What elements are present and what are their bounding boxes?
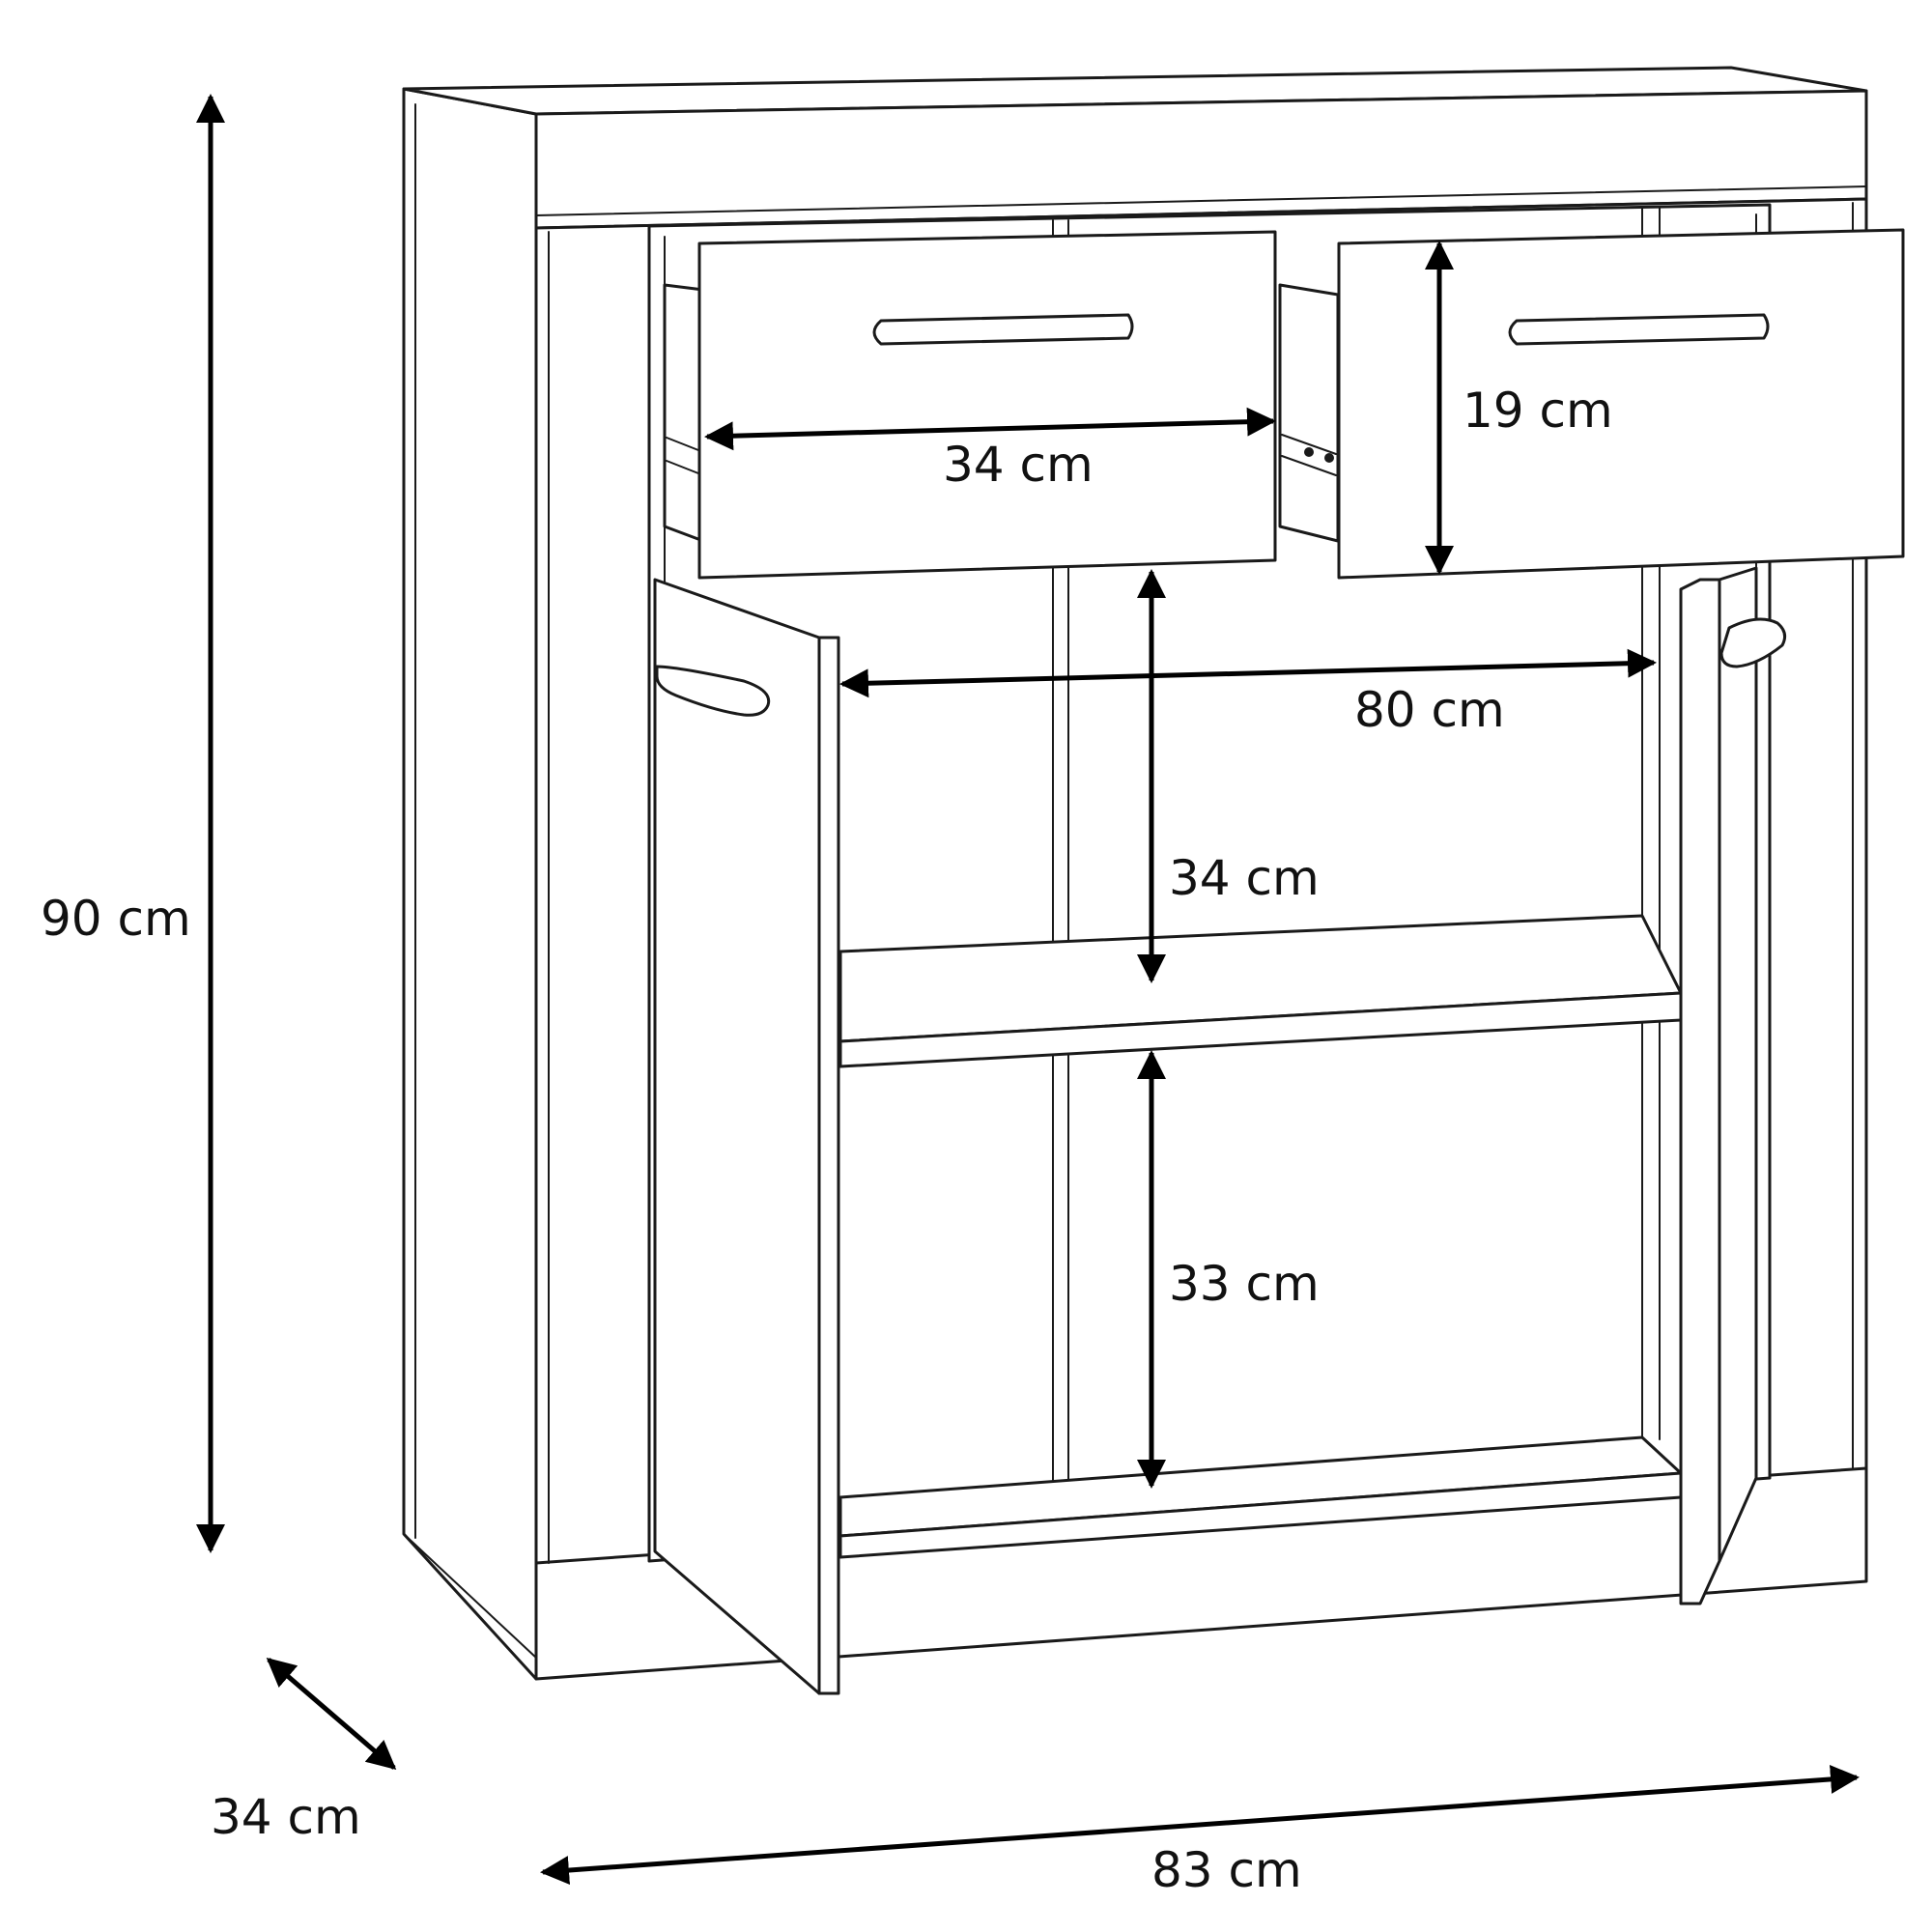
upper-compartment-height-label: 34 cm (1169, 850, 1320, 906)
right-door-handle[interactable] (1719, 617, 1787, 668)
depth-dimension-line (266, 1658, 397, 1770)
width-dimension-line (540, 1764, 1860, 1886)
right-door[interactable] (1679, 566, 1787, 1605)
left-door[interactable] (653, 578, 840, 1695)
left-drawer-runner (663, 283, 705, 543)
cabinet-outline (402, 66, 1905, 1695)
height-label: 90 cm (41, 891, 191, 947)
drawer-width-label: 34 cm (943, 437, 1094, 493)
lower-compartment-height-label: 33 cm (1169, 1256, 1320, 1312)
depth-label: 34 cm (211, 1789, 361, 1845)
inner-width-dimension-line (839, 648, 1657, 698)
left-side-panel (402, 87, 538, 1681)
drawer-height-label: 19 cm (1463, 383, 1613, 439)
left-drawer[interactable] (697, 230, 1277, 580)
right-drawer[interactable] (1337, 228, 1905, 580)
dimension-labels: 90 cm 34 cm 83 cm 34 cm 19 cm 80 cm 34 c… (41, 383, 1613, 1898)
drawer-width-dimension-line (704, 407, 1276, 451)
left-door-handle[interactable] (655, 665, 771, 717)
width-label: 83 cm (1151, 1842, 1302, 1898)
right-drawer-handle[interactable] (1508, 313, 1770, 346)
dimension-lines (196, 94, 1860, 1886)
inner-width-label: 80 cm (1354, 682, 1505, 738)
left-drawer-handle[interactable] (872, 313, 1134, 346)
center-drawer-runner (1278, 283, 1340, 543)
